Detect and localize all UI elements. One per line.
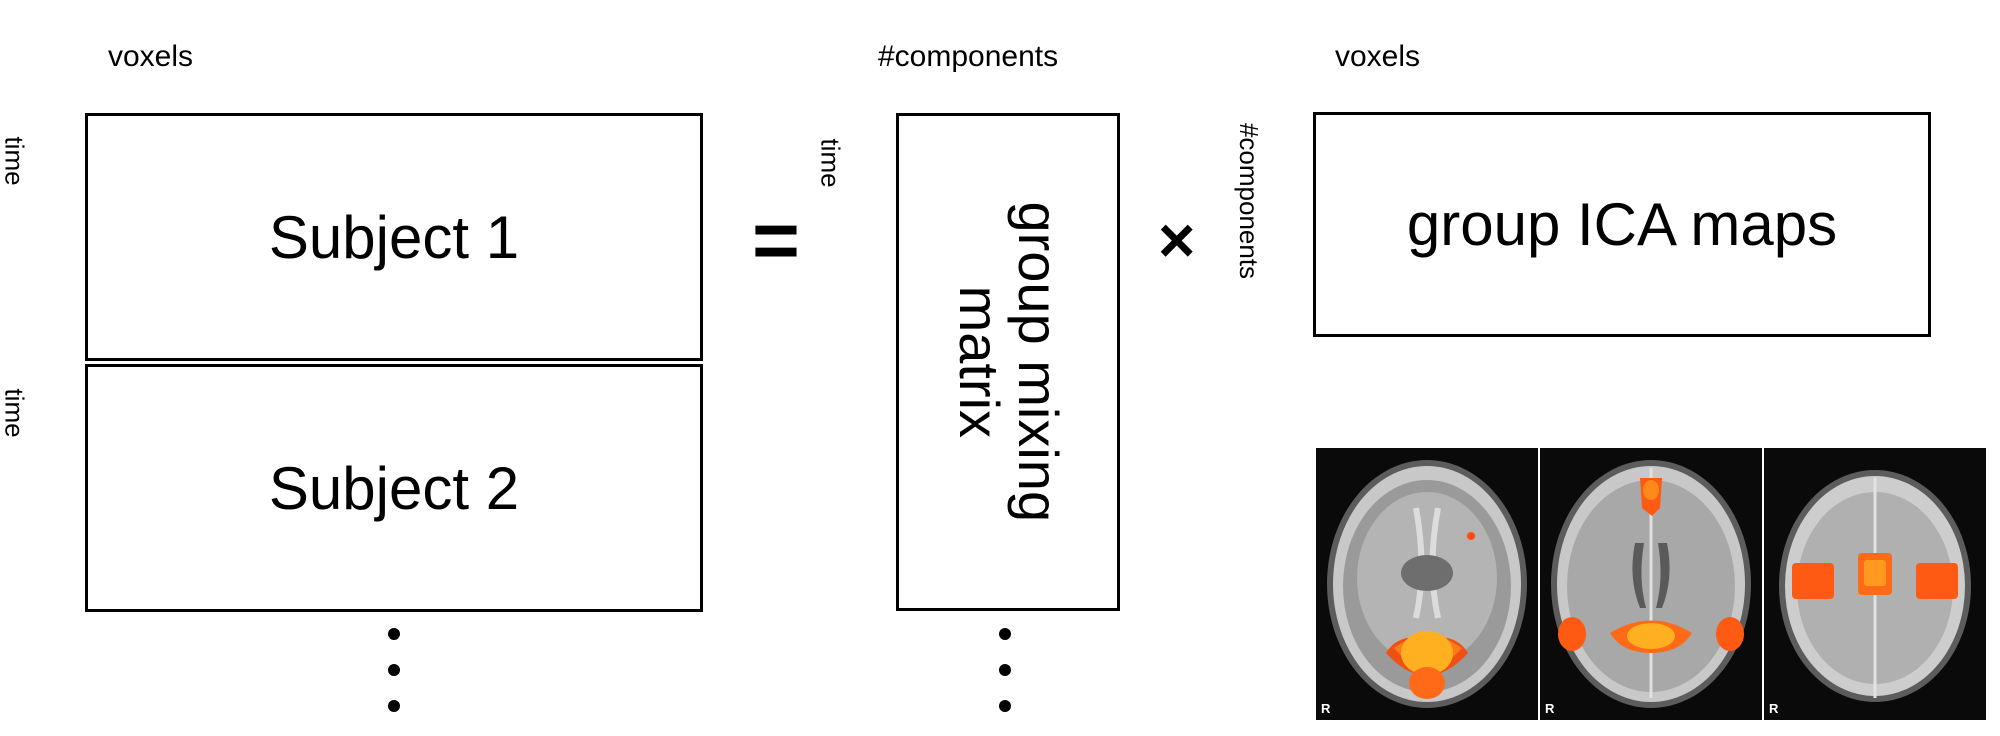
time-label-subject-2: time (0, 388, 30, 438)
time-label-middle: time (815, 138, 846, 188)
voxels-label-right: voxels (1335, 40, 1421, 73)
brain-slice-3: R (1764, 448, 1986, 720)
group-ica-maps-box: group ICA maps (1313, 112, 1931, 337)
brain-slice-3-image (1779, 470, 1971, 702)
subject-2-box: Subject 2 (85, 364, 703, 612)
mixing-matrix-label-line2: matrix (948, 285, 1012, 439)
subject-continuation-dots (388, 628, 402, 736)
brain-slice-1: R (1316, 448, 1538, 720)
mixing-matrix-label-line1: group mixing (1006, 201, 1070, 523)
subject-2-label: Subject 2 (268, 454, 520, 522)
time-label-subject-1: time (0, 136, 30, 186)
group-ica-maps-label: group ICA maps (1406, 191, 1838, 258)
equals-sign: = (752, 195, 800, 286)
brain-slice-1-image (1327, 460, 1527, 708)
voxels-label-left: voxels (108, 40, 194, 73)
brain-slice-2: R (1540, 448, 1762, 720)
brain-slice-1-orientation: R (1321, 701, 1331, 716)
subject-1-label: Subject 1 (268, 203, 520, 271)
brain-slice-3-orientation: R (1769, 701, 1779, 716)
brain-slice-2-image (1551, 460, 1751, 708)
components-label-top: #components (878, 40, 1059, 73)
components-label-vertical: #components (1234, 122, 1265, 280)
mixing-matrix-label: group mixing matrix (948, 201, 1070, 523)
multiply-sign: × (1158, 204, 1196, 276)
matrix-continuation-dots (999, 628, 1013, 736)
brain-slice-2-orientation: R (1545, 701, 1555, 716)
subject-1-box: Subject 1 (85, 113, 703, 361)
mixing-matrix-box: group mixing matrix (896, 113, 1120, 611)
